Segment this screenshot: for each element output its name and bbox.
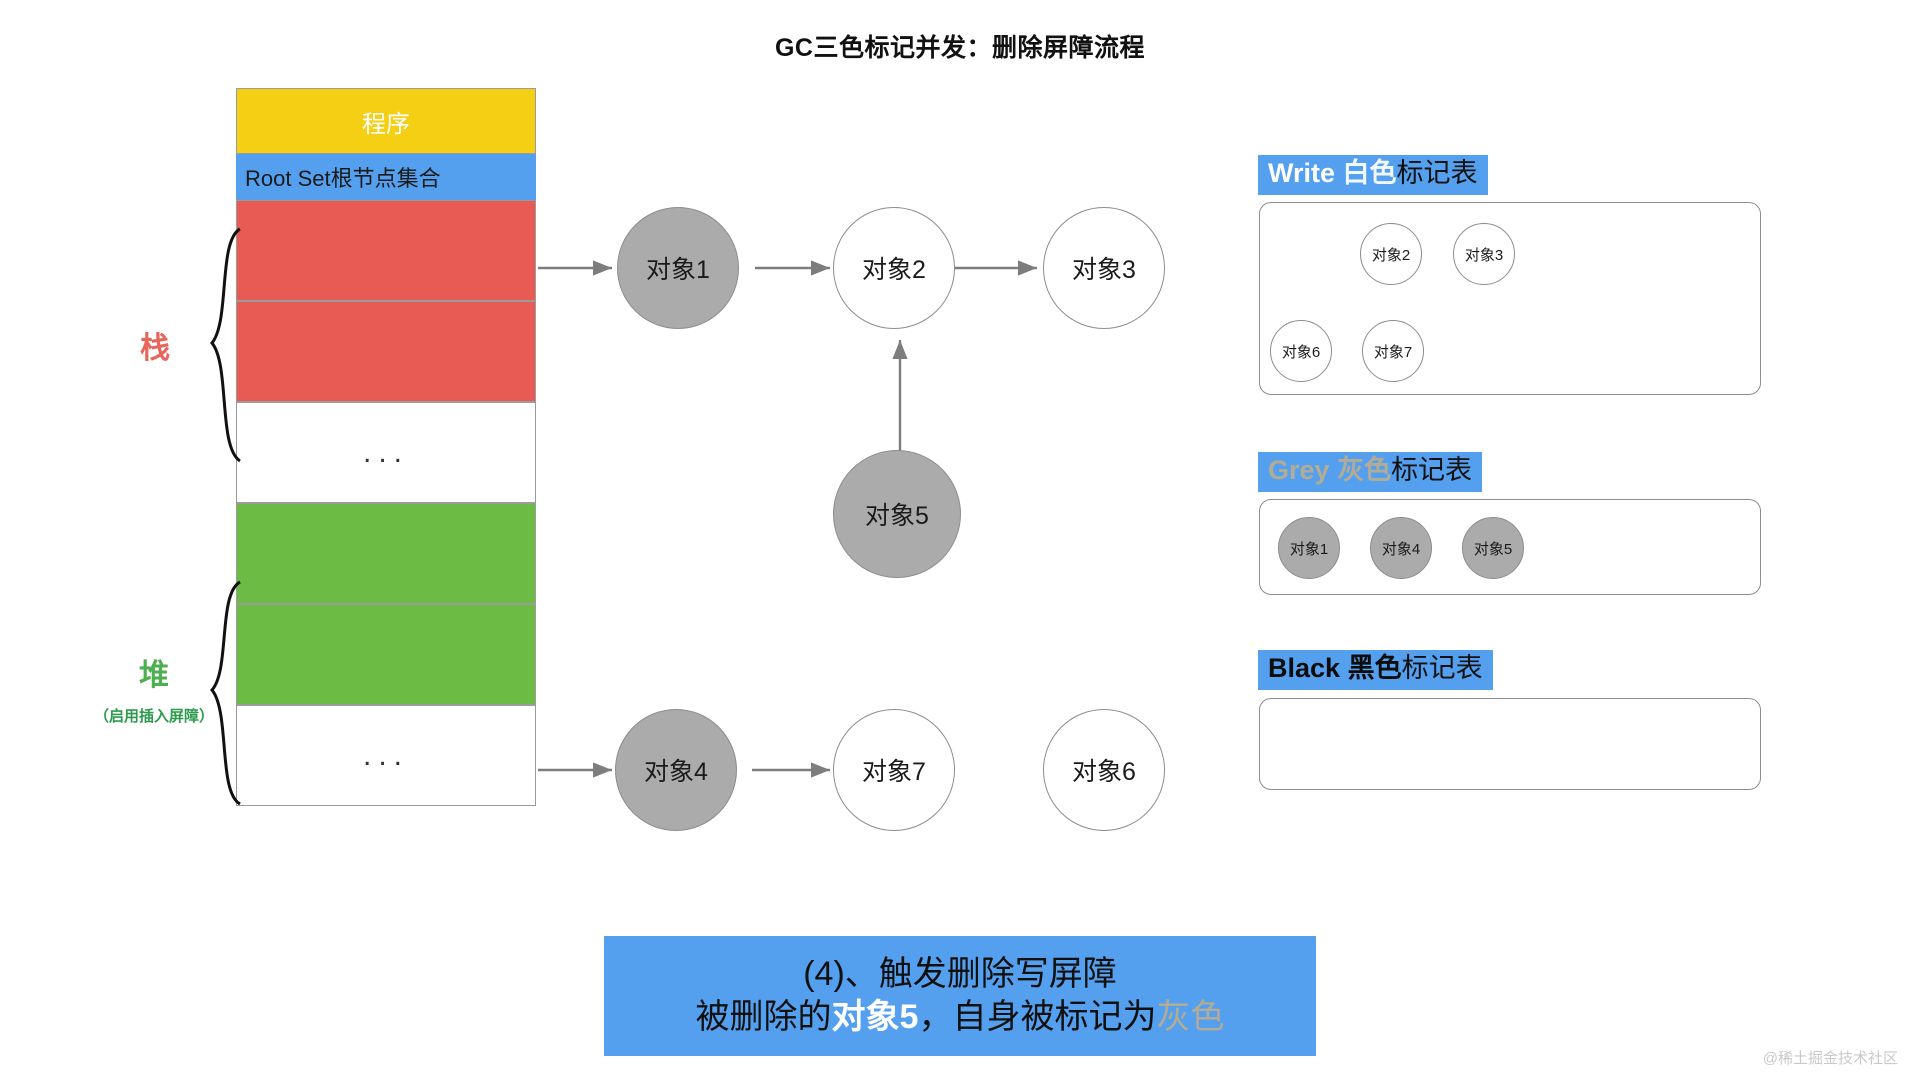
white-table-box: 对象2 对象3 对象6 对象7 [1259, 202, 1761, 395]
caption-line-2: 被删除的对象5，自身被标记为灰色 [696, 996, 1225, 1039]
graph-node-label: 对象4 [644, 758, 708, 786]
graph-node-label: 对象3 [1072, 256, 1136, 284]
heap-sublabel: （启用插入屏障） [93, 708, 214, 725]
chip-label: 对象7 [1373, 343, 1413, 361]
stack-label: 栈 [140, 332, 170, 365]
caption-banner: (4)、触发删除写屏障 被删除的对象5，自身被标记为灰色 [604, 936, 1316, 1056]
graph-node-obj4[interactable]: 对象4 [615, 709, 737, 831]
heap-slot-1 [236, 503, 536, 604]
heap-brace-icon [210, 580, 241, 806]
black-table-suffix: 标记表 [1401, 653, 1483, 683]
grey-table-box: 对象1 对象4 对象5 [1259, 499, 1761, 595]
grey-table-item[interactable]: 对象1 [1278, 517, 1340, 579]
stack-brace-icon [210, 227, 241, 463]
watermark: @稀土掘金技术社区 [1762, 1050, 1898, 1067]
grey-table-suffix: 标记表 [1391, 455, 1473, 485]
graph-node-label: 对象7 [862, 758, 926, 786]
caption-line2-grey-word: 灰色 [1156, 998, 1225, 1036]
white-table-item[interactable]: 对象7 [1362, 320, 1424, 382]
black-table-box [1259, 698, 1761, 790]
chip-label: 对象6 [1281, 343, 1321, 361]
white-table-item[interactable]: 对象6 [1270, 320, 1332, 382]
grey-table-en: Grey [1268, 455, 1330, 485]
page-title: GC三色标记并发：删除屏障流程 [774, 34, 1145, 62]
graph-node-label: 对象2 [862, 256, 926, 284]
heap-slot-2 [236, 604, 536, 705]
white-table-en: Write [1268, 158, 1336, 188]
grey-table-item[interactable]: 对象5 [1462, 517, 1524, 579]
white-table-header: Write 白色标记表 [1258, 155, 1488, 195]
black-table-header: Black 黑色标记表 [1258, 650, 1493, 690]
caption-line-1: (4)、触发删除写屏障 [803, 955, 1117, 994]
chip-label: 对象2 [1371, 246, 1411, 264]
memory-column: 程序 Root Set根节点集合 ... ... [236, 88, 536, 806]
graph-node-obj5[interactable]: 对象5 [833, 450, 961, 578]
chip-label: 对象3 [1464, 246, 1504, 264]
graph-node-obj7[interactable]: 对象7 [833, 709, 955, 831]
white-table-color-word: 白色 [1342, 158, 1397, 188]
root-set-block: Root Set根节点集合 [236, 154, 536, 200]
graph-node-obj1[interactable]: 对象1 [617, 207, 739, 329]
white-table-item[interactable]: 对象3 [1453, 223, 1515, 285]
chip-label: 对象4 [1381, 540, 1421, 558]
white-table-item[interactable]: 对象2 [1360, 223, 1422, 285]
graph-node-label: 对象6 [1072, 758, 1136, 786]
grey-table-item[interactable]: 对象4 [1370, 517, 1432, 579]
heap-ellipsis: ... [236, 705, 536, 806]
caption-line2-object: 对象5 [831, 998, 919, 1036]
graph-node-obj6[interactable]: 对象6 [1043, 709, 1165, 831]
program-block: 程序 [236, 88, 536, 154]
caption-line2-part-c: ，自身被标记为 [918, 998, 1157, 1036]
graph-node-label: 对象1 [646, 256, 710, 284]
black-table-color-word: 黑色 [1347, 653, 1402, 683]
graph-node-obj3[interactable]: 对象3 [1043, 207, 1165, 329]
grey-table-color-word: 灰色 [1337, 455, 1392, 485]
stack-slot-1 [236, 200, 536, 301]
chip-label: 对象5 [1473, 540, 1513, 558]
caption-line2-part-a: 被删除的 [695, 998, 832, 1036]
black-table-en: Black [1268, 653, 1341, 683]
heap-label: 堆 [139, 659, 169, 692]
white-table-suffix: 标记表 [1396, 158, 1478, 188]
graph-node-label: 对象5 [865, 502, 929, 530]
stack-ellipsis: ... [236, 402, 536, 503]
chip-label: 对象1 [1289, 540, 1329, 558]
graph-node-obj2[interactable]: 对象2 [833, 207, 955, 329]
stack-slot-2 [236, 301, 536, 402]
grey-table-header: Grey 灰色标记表 [1258, 452, 1483, 492]
